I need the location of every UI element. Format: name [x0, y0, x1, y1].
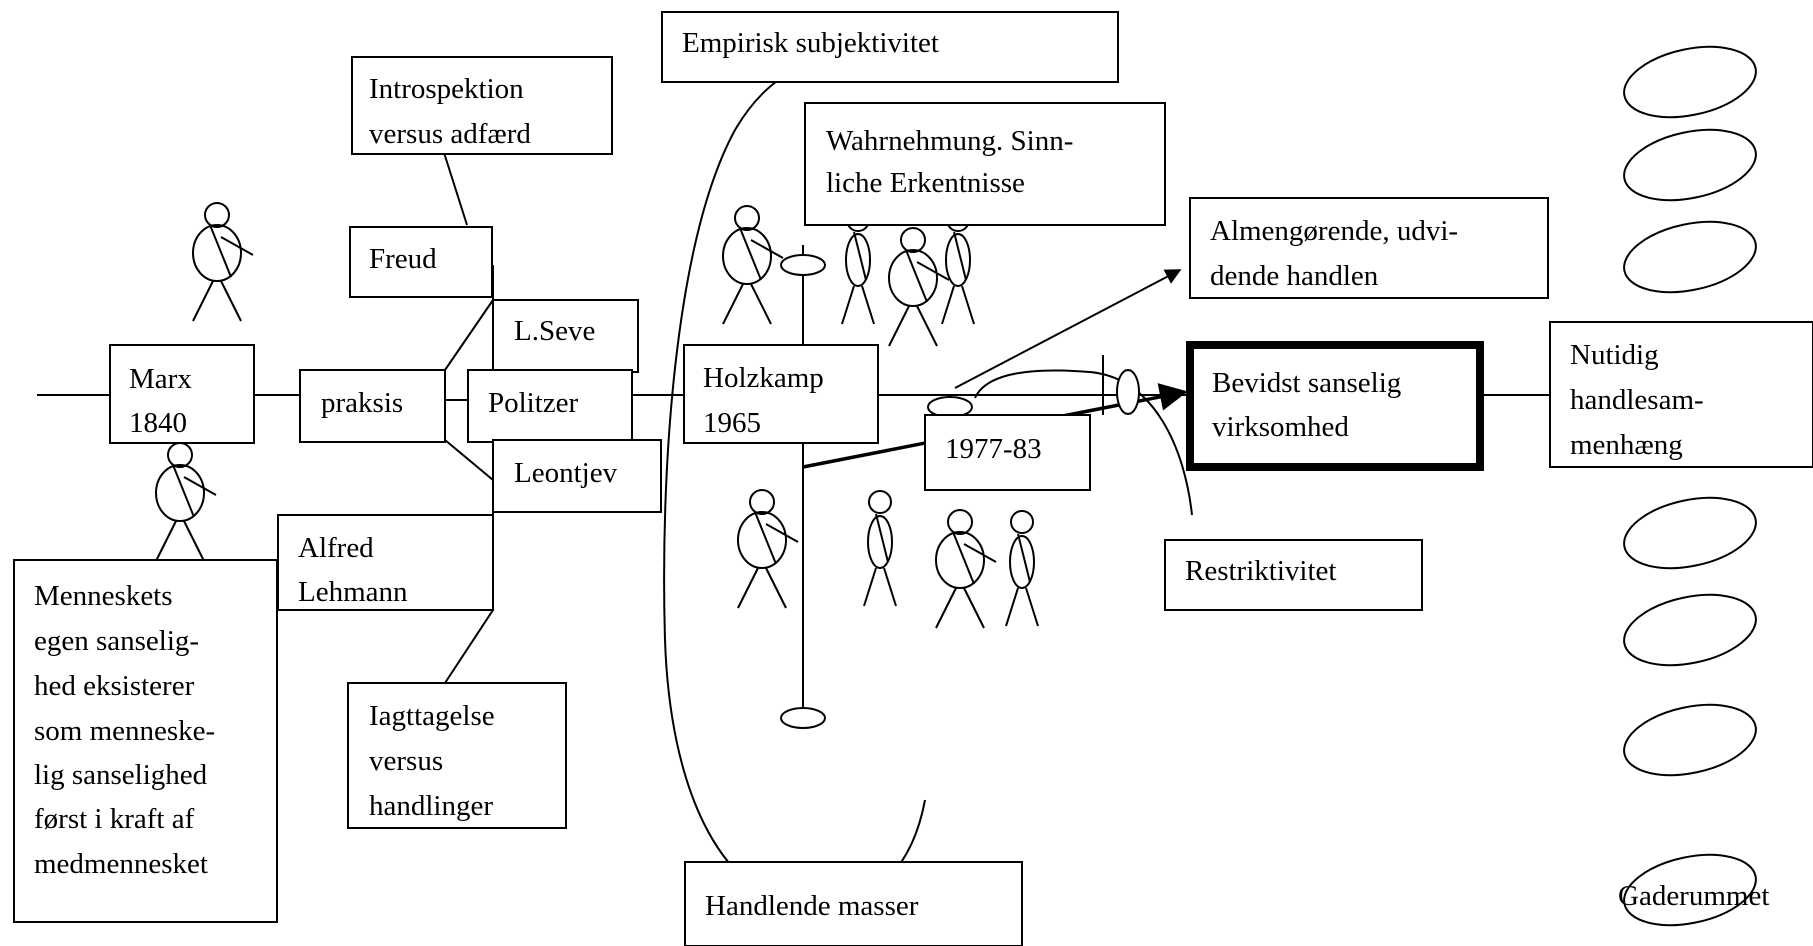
- box-nutidig-line-3: menhæng: [1570, 429, 1683, 461]
- box-menneskets-line-2: egen sanselig-: [34, 625, 199, 657]
- box-menneskets-line-1: Menneskets: [34, 580, 173, 612]
- ellipse: [1623, 496, 1757, 570]
- stick-figure: [722, 205, 784, 325]
- box-handlende: Handlende masser: [684, 861, 1023, 946]
- box-empirisk: Empirisk subjektivitet: [661, 11, 1119, 83]
- ellipse: [1623, 128, 1757, 202]
- box-almengorende-line-1: Almengørende, udvi-: [1210, 215, 1458, 247]
- box-freud-label: Freud: [369, 243, 437, 275]
- stick-figure: [192, 202, 254, 322]
- box-marx-line-1: Marx: [129, 363, 192, 395]
- ellipse: [1623, 593, 1757, 667]
- box-praksis-label: praksis: [321, 387, 403, 419]
- box-nutidig: Nutidig handlesam- menhæng: [1549, 321, 1813, 468]
- box-iagttagelse-line-3: handlinger: [369, 790, 493, 822]
- stick-figure: [888, 227, 950, 347]
- right-ellipses: [1623, 45, 1757, 927]
- box-leontjev-label: Leontjev: [514, 457, 618, 489]
- box-menneskets-line-7: medmennesket: [34, 848, 208, 880]
- box-menneskets-line-4: som menneske-: [34, 715, 215, 747]
- box-lseve-label: L.Seve: [514, 315, 595, 347]
- gaderummet-label: Gaderummet: [1618, 880, 1769, 912]
- box-menneskets-line-6: først i kraft af: [34, 803, 195, 835]
- box-wahrnehmung: Wahrnehmung. Sinn- liche Erkentnisse: [804, 102, 1166, 226]
- box-introspektion-line-1: Introspektion: [369, 73, 524, 105]
- box-marx-line-2: 1840: [129, 407, 187, 439]
- box-leontjev: Leontjev: [492, 439, 662, 513]
- ellipse: [1623, 703, 1757, 777]
- stick-figure: [863, 490, 897, 607]
- box-iagttagelse-line-2: versus: [369, 745, 443, 777]
- stick-figure: [941, 208, 975, 325]
- stick-figure: [1005, 510, 1039, 627]
- box-bevidst-line-1: Bevidst sanselig: [1212, 367, 1401, 399]
- box-menneskets: Menneskets egen sanselig- hed eksisterer…: [13, 559, 278, 923]
- box-introspektion-line-2: versus adfærd: [369, 118, 531, 150]
- box-holzkamp: Holzkamp 1965: [683, 344, 879, 444]
- box-marx: Marx 1840: [109, 344, 255, 444]
- box-wahrnehmung-line-2: liche Erkentnisse: [826, 167, 1025, 199]
- box-bevidst-line-2: virksomhed: [1212, 411, 1349, 443]
- box-empirisk-label: Empirisk subjektivitet: [682, 27, 939, 59]
- box-lehmann-line-2: Lehmann: [298, 576, 408, 608]
- box-menneskets-line-5: lig sanselighed: [34, 759, 208, 791]
- stick-figure: [155, 442, 217, 562]
- stick-figure: [935, 509, 997, 629]
- box-praksis: praksis: [299, 369, 446, 443]
- box-handlende-label: Handlende masser: [705, 890, 919, 922]
- box-1977: 1977-83: [924, 414, 1091, 491]
- node-ellipse: [1116, 369, 1140, 415]
- box-almengorende-line-2: dende handlen: [1210, 260, 1379, 292]
- box-nutidig-line-2: handlesam-: [1570, 384, 1704, 416]
- box-iagttagelse-line-1: Iagttagelse: [369, 700, 495, 732]
- box-almengorende: Almengørende, udvi- dende handlen: [1189, 197, 1549, 299]
- box-lseve: L.Seve: [492, 299, 639, 373]
- box-holzkamp-line-2: 1965: [703, 407, 761, 439]
- box-menneskets-line-3: hed eksisterer: [34, 670, 195, 702]
- box-restriktivitet-label: Restriktivitet: [1185, 555, 1336, 587]
- node-ellipse: [780, 254, 826, 276]
- box-wahrnehmung-line-1: Wahrnehmung. Sinn-: [826, 125, 1073, 157]
- box-nutidig-line-1: Nutidig: [1570, 339, 1659, 371]
- ellipse: [1623, 45, 1757, 119]
- box-introspektion: Introspektion versus adfærd: [351, 56, 613, 155]
- box-holzkamp-line-1: Holzkamp: [703, 362, 824, 394]
- box-iagttagelse: Iagttagelse versus handlinger: [347, 682, 567, 829]
- box-freud: Freud: [349, 226, 493, 298]
- box-1977-label: 1977-83: [945, 433, 1042, 465]
- ellipse: [1623, 220, 1757, 294]
- box-politzer-label: Politzer: [488, 387, 579, 419]
- stick-figure: [841, 208, 875, 325]
- box-restriktivitet: Restriktivitet: [1164, 539, 1423, 611]
- stick-figure: [737, 489, 799, 609]
- box-bevidst: Bevidst sanselig virksomhed: [1186, 341, 1484, 471]
- box-politzer: Politzer: [467, 369, 633, 443]
- node-ellipse: [780, 707, 826, 729]
- box-lehmann: Alfred Lehmann: [277, 514, 494, 611]
- box-lehmann-line-1: Alfred: [298, 532, 374, 564]
- ellipse: [1623, 853, 1757, 927]
